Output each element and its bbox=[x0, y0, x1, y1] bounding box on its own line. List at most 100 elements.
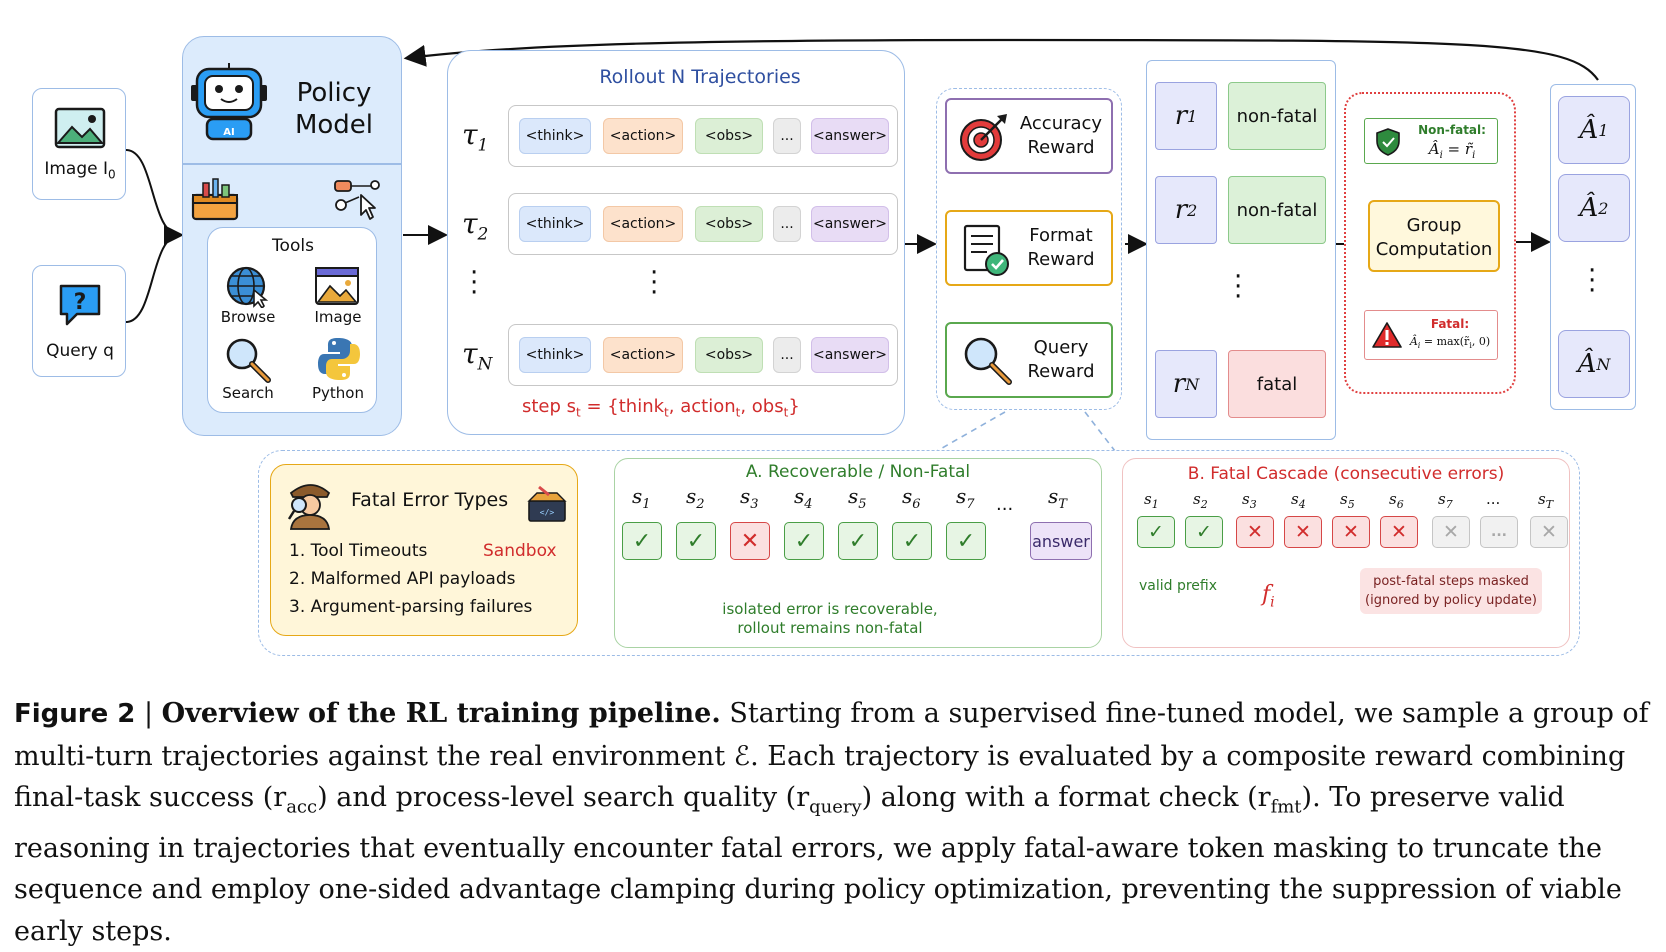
policy-model-panel: AI Policy Model Tools bbox=[182, 36, 402, 436]
vertical-ellipsis-advantages: ··· bbox=[1588, 256, 1597, 306]
caption-line-6: early steps. bbox=[14, 915, 172, 947]
robot-icon: AI bbox=[191, 63, 267, 141]
step-label-s7: s7 bbox=[956, 484, 975, 512]
step-check-ok: ✓ bbox=[622, 522, 662, 560]
cascade-check-masked: ✕ bbox=[1432, 516, 1470, 548]
token-ellipsis: ... bbox=[773, 337, 801, 373]
tool-label-search: Search bbox=[222, 384, 274, 402]
feedback-arrow bbox=[403, 38, 1599, 81]
trajectory-row-2: <think> <action> <obs> ... <answer> bbox=[508, 193, 898, 255]
robot-badge: AI bbox=[223, 127, 234, 138]
vertical-ellipsis-left: ··· bbox=[470, 258, 479, 308]
nonfatal-rule-formula: Âi = r̃i bbox=[1428, 140, 1476, 161]
masked-note-box: post-fatal steps masked(ignored by polic… bbox=[1360, 568, 1542, 614]
query-input-label: Query q bbox=[46, 341, 114, 361]
caption-line-4: reasoning in trajectories that eventuall… bbox=[14, 832, 1602, 864]
question-bubble-icon: ? bbox=[59, 284, 101, 326]
step-check-ok: ✓ bbox=[676, 522, 716, 560]
fatal-error-item-3: 3. Argument-parsing failures bbox=[289, 597, 533, 617]
cascade-step-s6: s6 bbox=[1389, 490, 1404, 511]
step-check-ok: ✓ bbox=[892, 522, 932, 560]
cascade-check-ok: ✓ bbox=[1137, 516, 1175, 548]
cascade-step-s7: s7 bbox=[1438, 490, 1453, 511]
cascade-check-error: ✕ bbox=[1380, 516, 1418, 548]
token-obs: <obs> bbox=[695, 337, 763, 373]
status-badge-rn: fatal bbox=[1228, 350, 1326, 418]
cascade-step-ellipsis: ... bbox=[1486, 490, 1501, 508]
tools-panel: Tools Browse Image Search bbox=[207, 227, 377, 413]
zoom-line-left bbox=[929, 411, 1006, 456]
token-answer: <answer> bbox=[811, 118, 889, 154]
tau-1-label: τ1 bbox=[462, 118, 489, 156]
pointer-network-icon bbox=[334, 180, 380, 220]
vertical-ellipsis-results: ··· bbox=[1234, 262, 1243, 312]
token-action: <action> bbox=[603, 206, 683, 242]
caption-line-5: sequence and employ one-sided advantage … bbox=[14, 874, 1622, 906]
step-check-ok: ✓ bbox=[784, 522, 824, 560]
fatal-cascade-title: B. Fatal Cascade (consecutive errors) bbox=[1187, 464, 1505, 484]
cascade-step-s2: s2 bbox=[1193, 490, 1208, 511]
fi-label: fi bbox=[1262, 582, 1275, 611]
cascade-check-error: ✕ bbox=[1332, 516, 1370, 548]
toolbox-icon bbox=[191, 178, 239, 221]
fatal-error-types-box: Fatal Error Types </> 1. Tool Timeouts S… bbox=[270, 464, 578, 636]
picture-icon bbox=[315, 267, 359, 305]
tools-title: Tools bbox=[272, 236, 314, 256]
step-check-ok: ✓ bbox=[946, 522, 986, 560]
token-think: <think> bbox=[519, 206, 591, 242]
detective-icon bbox=[287, 484, 331, 530]
trajectory-row-1: <think> <action> <obs> ... <answer> bbox=[508, 105, 898, 167]
step-label-s2: s2 bbox=[686, 484, 705, 512]
valid-prefix-label: valid prefix bbox=[1138, 578, 1218, 594]
image-input-box: Image I0 bbox=[32, 88, 126, 200]
svg-text:?: ? bbox=[74, 290, 87, 315]
token-answer: <answer> bbox=[811, 206, 889, 242]
cascade-check-error: ✕ bbox=[1236, 516, 1274, 548]
token-ellipsis: ... bbox=[773, 206, 801, 242]
trajectory-row-n: <think> <action> <obs> ... <answer> bbox=[508, 324, 898, 386]
token-action: <action> bbox=[603, 337, 683, 373]
cascade-check-masked: ✕ bbox=[1530, 516, 1568, 548]
sandbox-icon: </> bbox=[527, 485, 567, 522]
zoom-line-right bbox=[1084, 411, 1119, 456]
cascade-check-ok: ✓ bbox=[1185, 516, 1223, 548]
tau-2-label: τ2 bbox=[462, 207, 489, 245]
policy-model-title: Policy Model bbox=[294, 78, 374, 140]
tool-label-image: Image bbox=[314, 308, 362, 326]
step-label-s6: s6 bbox=[902, 484, 921, 512]
cascade-step-s1: s1 bbox=[1144, 490, 1159, 511]
token-answer: <answer> bbox=[811, 337, 889, 373]
svg-text:</>: </> bbox=[540, 508, 555, 517]
cascade-step-s5: s5 bbox=[1340, 490, 1355, 511]
tau-n-label: τN bbox=[462, 337, 493, 375]
globe-icon bbox=[226, 266, 269, 308]
image-input-label: Image I0 bbox=[44, 159, 116, 182]
fatal-cascade-panel bbox=[1122, 458, 1570, 648]
token-obs: <obs> bbox=[695, 206, 763, 242]
shield-icon bbox=[1376, 128, 1400, 156]
step-definition: step st = {thinkt, actiont, obst} bbox=[522, 396, 800, 420]
tool-label-python: Python bbox=[312, 384, 364, 402]
query-to-policy-arrow bbox=[125, 234, 181, 323]
document-check-icon bbox=[963, 224, 1009, 276]
vertical-ellipsis-center: ··· bbox=[650, 258, 659, 308]
search-icon bbox=[964, 337, 1012, 385]
status-badge-r1: non-fatal bbox=[1228, 82, 1326, 150]
nonfatal-rule-title: Non-fatal: bbox=[1418, 123, 1486, 137]
image-icon bbox=[54, 107, 106, 149]
nonfatal-rule-box: Non-fatal: Âi = r̃i bbox=[1364, 118, 1498, 164]
sandbox-label: Sandbox bbox=[483, 541, 557, 561]
cascade-check-error: ✕ bbox=[1284, 516, 1322, 548]
cascade-check-masked-ellipsis: ... bbox=[1480, 516, 1518, 548]
cascade-step-s4: s4 bbox=[1291, 490, 1306, 511]
cascade-step-st: sT bbox=[1538, 490, 1554, 511]
fatal-error-types-title: Fatal Error Types bbox=[351, 489, 509, 511]
token-obs: <obs> bbox=[695, 118, 763, 154]
